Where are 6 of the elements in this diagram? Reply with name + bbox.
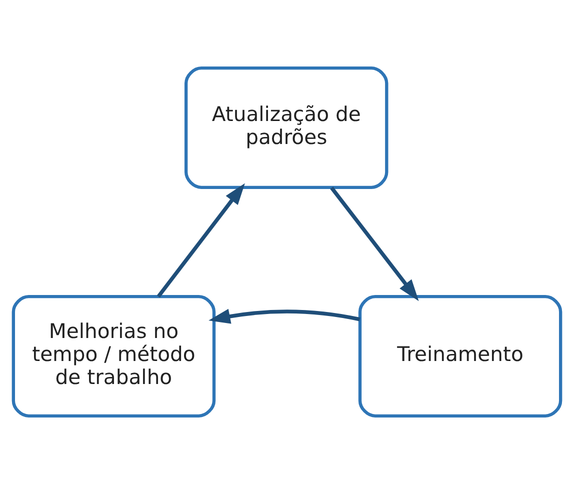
node-box: Atualização de padrões xyxy=(184,66,388,189)
node-box: Melhorias no tempo / método de trabalho xyxy=(12,295,216,418)
arrow xyxy=(330,186,419,302)
arrow xyxy=(208,308,360,324)
arrow xyxy=(156,183,245,298)
node-box: Treinamento xyxy=(358,295,562,418)
